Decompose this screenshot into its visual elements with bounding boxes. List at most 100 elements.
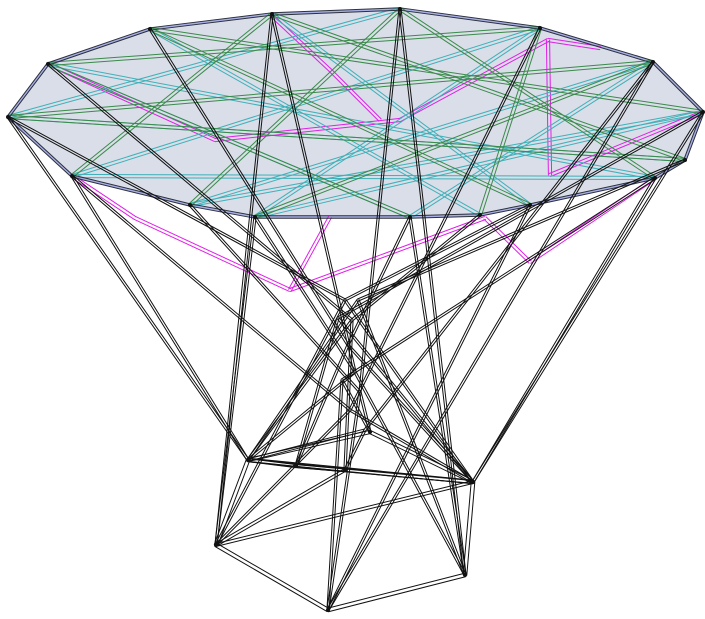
green-cable [47, 29, 541, 67]
compression-strut [48, 62, 354, 320]
compression-strut [248, 372, 357, 462]
compression-strut [340, 380, 370, 434]
cyan-cable [408, 60, 653, 217]
base-edge [214, 546, 328, 613]
base-edge [327, 572, 466, 609]
compression-strut [345, 205, 532, 302]
compression-strut [348, 343, 475, 482]
tabletop-rim-edge [8, 115, 74, 176]
tabletop-rim-edge [539, 28, 654, 64]
cyan-cable [189, 109, 704, 204]
magenta-cable [547, 41, 601, 51]
long-strut [473, 112, 705, 484]
tabletop-rim-edge [47, 29, 151, 66]
magenta-cable [485, 216, 532, 262]
base-edge [216, 542, 330, 609]
joint-node [246, 458, 250, 462]
magenta-cable [383, 215, 485, 254]
compression-strut [326, 391, 360, 611]
compression-strut [72, 174, 352, 410]
compression-strut [343, 300, 473, 484]
compression-strut [214, 408, 350, 545]
magenta-cable [550, 112, 705, 177]
compression-strut [296, 317, 340, 467]
joint-node [463, 573, 467, 577]
mid-ring-edge [370, 430, 475, 482]
magenta-cable [133, 218, 290, 292]
joint-node [148, 27, 152, 31]
cyan-cable [255, 28, 542, 219]
green-cable [398, 9, 655, 180]
compression-strut [246, 298, 358, 460]
green-cable [48, 62, 412, 217]
joint-node [188, 203, 192, 207]
base-edge [462, 481, 472, 576]
compression-strut [216, 300, 347, 547]
compression-strut [345, 319, 354, 471]
joint-node [398, 7, 402, 11]
green-cable [149, 26, 704, 111]
base-edge [327, 576, 466, 613]
long-strut [471, 176, 655, 482]
joint-node [253, 215, 257, 219]
long-strut [70, 176, 248, 462]
base-brace [295, 466, 474, 484]
tabletop-rim-edge [399, 7, 541, 28]
long-strut [6, 117, 248, 462]
black-strut-layer [6, 7, 705, 613]
green-cable [400, 7, 657, 178]
green-cable-layer [7, 7, 704, 219]
cyan-cable [189, 113, 704, 208]
base-edge [217, 460, 251, 547]
green-cable [149, 30, 704, 115]
joint-node [270, 12, 274, 16]
compression-strut [338, 316, 475, 482]
long-strut [326, 60, 653, 610]
magenta-cable [70, 176, 135, 220]
mid-ring-edge [368, 432, 473, 484]
long-strut [473, 178, 657, 484]
cyan-cable [410, 62, 655, 219]
magenta-cable [135, 216, 292, 290]
compression-strut [150, 27, 350, 345]
compression-strut [350, 213, 480, 320]
joint-node [683, 158, 687, 162]
base-brace [214, 468, 345, 545]
cyan-cable [254, 109, 704, 216]
joint-node [478, 213, 482, 217]
compression-strut [340, 176, 655, 380]
compression-strut [272, 13, 357, 373]
cyan-cable [47, 61, 656, 177]
compression-strut [345, 298, 475, 482]
compression-strut [248, 320, 354, 462]
mid-ring-edge [247, 433, 371, 463]
cyan-cable [272, 12, 532, 205]
compression-strut [348, 216, 412, 346]
compression-strut [357, 160, 686, 302]
magenta-cable [290, 217, 332, 292]
magenta-cable [330, 68, 382, 120]
joint-node [528, 203, 532, 207]
compression-strut [248, 300, 360, 462]
cyan-cable [253, 26, 540, 217]
joint-node [701, 110, 705, 114]
base-brace [247, 460, 297, 468]
magenta-cable [483, 218, 530, 264]
compression-strut [188, 205, 360, 394]
joint-node [408, 215, 412, 219]
green-cable [72, 14, 274, 178]
magenta-cable [268, 14, 330, 72]
green-cable [255, 62, 655, 219]
long-strut [326, 204, 530, 611]
joint-node [326, 608, 330, 612]
compression-strut [246, 370, 355, 460]
green-cable [70, 12, 272, 176]
tabletop-rim-edge [8, 64, 50, 119]
tabletop-rim-edge [683, 111, 703, 161]
mid-ring-edge [247, 429, 371, 459]
green-cable [270, 15, 685, 163]
tabletop-rim-edge [399, 9, 541, 30]
green-cable [481, 27, 543, 216]
compression-strut [357, 158, 686, 300]
